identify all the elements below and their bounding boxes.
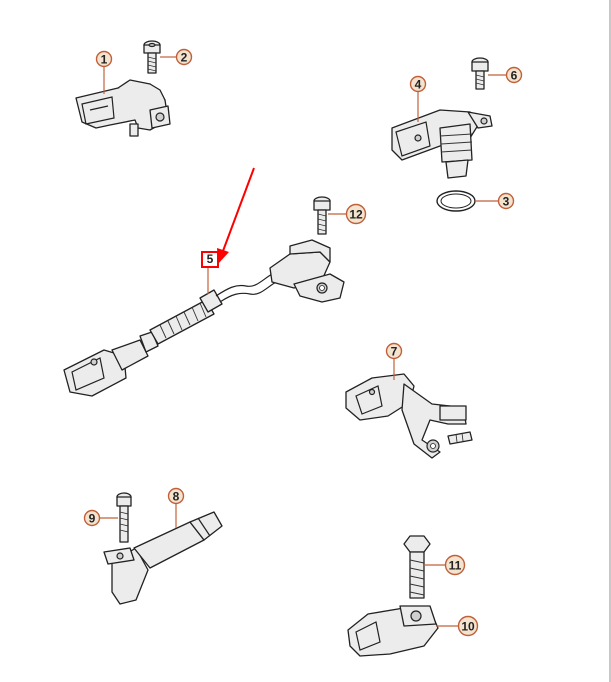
part-5-cable-sensor bbox=[63, 239, 345, 397]
callout-12: 12 bbox=[345, 203, 367, 225]
callout-1: 1 bbox=[95, 50, 113, 68]
callout-3: 3 bbox=[497, 192, 515, 210]
svg-text:6: 6 bbox=[511, 69, 518, 83]
callout-11: 11 bbox=[444, 554, 466, 576]
part-10-sensor bbox=[347, 605, 439, 657]
part-4-position-sensor bbox=[391, 109, 493, 179]
part-8-speed-sensor bbox=[103, 511, 223, 605]
red-arrow-annotation bbox=[217, 167, 255, 264]
svg-text:12: 12 bbox=[349, 208, 363, 222]
part-3-o-ring bbox=[436, 190, 476, 212]
callout-2: 2 bbox=[175, 48, 193, 66]
svg-text:9: 9 bbox=[89, 512, 96, 526]
svg-text:10: 10 bbox=[461, 620, 475, 634]
part-11-bolt bbox=[403, 535, 431, 599]
svg-text:8: 8 bbox=[173, 490, 180, 504]
svg-text:7: 7 bbox=[391, 345, 398, 359]
part-7-bracket-sensor bbox=[345, 373, 473, 459]
svg-text:4: 4 bbox=[415, 78, 422, 92]
callout-5-highlight-box bbox=[201, 251, 219, 268]
svg-text:3: 3 bbox=[503, 195, 510, 209]
part-6-bolt bbox=[471, 57, 489, 90]
part-2-bolt bbox=[143, 40, 161, 74]
callout-7: 7 bbox=[385, 342, 403, 360]
svg-text:11: 11 bbox=[449, 559, 462, 573]
svg-text:2: 2 bbox=[181, 51, 188, 65]
part-9-bolt bbox=[116, 492, 132, 543]
part-1-map-sensor bbox=[75, 79, 171, 137]
callout-6: 6 bbox=[505, 66, 523, 84]
callout-10: 10 bbox=[457, 615, 479, 637]
callout-4: 4 bbox=[409, 75, 427, 93]
callout-9: 9 bbox=[83, 509, 101, 527]
callout-8: 8 bbox=[167, 487, 185, 505]
leader-lines bbox=[100, 56, 506, 627]
right-edge-divider bbox=[609, 0, 611, 682]
callout-5: 5 bbox=[206, 252, 214, 266]
svg-text:1: 1 bbox=[101, 53, 108, 67]
part-12-bolt bbox=[313, 196, 331, 235]
